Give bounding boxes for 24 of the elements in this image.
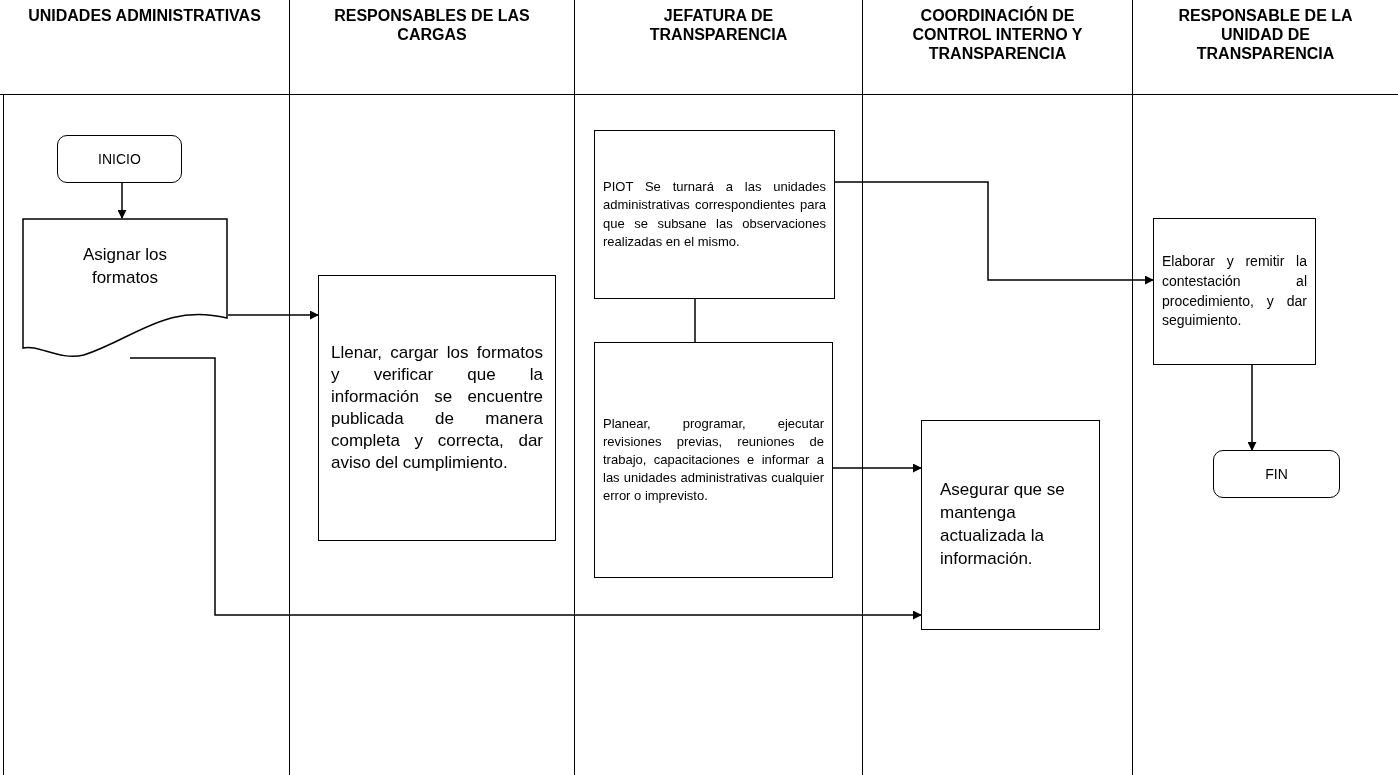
lane-header: RESPONSABLE DE LA UNIDAD DE TRANSPARENCIA bbox=[1177, 6, 1354, 64]
process-box: Asegurar que se mantenga actualizada la información. bbox=[921, 420, 1100, 630]
swimlane bbox=[575, 0, 863, 775]
lane-header: UNIDADES ADMINISTRATIVAS bbox=[28, 6, 261, 26]
swimlane bbox=[290, 0, 575, 775]
document-shape: Asignar los formatos bbox=[22, 218, 228, 358]
swimlane bbox=[863, 0, 1133, 775]
lane-header: RESPONSABLES DE LAS CARGAS bbox=[333, 6, 531, 45]
process-box: Elaborar y remitir la contestación al procedimiento, y dar seguimiento. bbox=[1153, 218, 1316, 365]
arrow bbox=[832, 463, 922, 473]
swimlane bbox=[0, 0, 290, 775]
process-box: Llenar, cargar los formatos y verificar que la información se encuentre publicada de manera completa y correcta, dar aviso del cumplimiento. bbox=[318, 275, 556, 541]
arrow bbox=[834, 181, 1154, 285]
process-box: PIOT Se turnará a las unidades administrativas correspondientes para que se subsane las observaciones realizadas en el mismo. bbox=[594, 130, 835, 299]
arrow bbox=[227, 310, 319, 320]
arrow bbox=[117, 182, 127, 219]
connector-line bbox=[694, 298, 696, 343]
arrow bbox=[1247, 364, 1257, 451]
arrow bbox=[129, 357, 922, 620]
terminal-box: FIN bbox=[1213, 450, 1340, 498]
lane-header: COORDINACIÓN DE CONTROL INTERNO Y TRANSPARENCIA bbox=[911, 6, 1084, 64]
process-box: Planear, programar, ejecutar revisiones previas, reuniones de trabajo, capacitaciones e informar a las unidades administrativas cualquier error o imprevisto. bbox=[594, 342, 833, 578]
lane-header: JEFATURA DE TRANSPARENCIA bbox=[648, 6, 789, 45]
terminal-box: INICIO bbox=[57, 135, 182, 183]
